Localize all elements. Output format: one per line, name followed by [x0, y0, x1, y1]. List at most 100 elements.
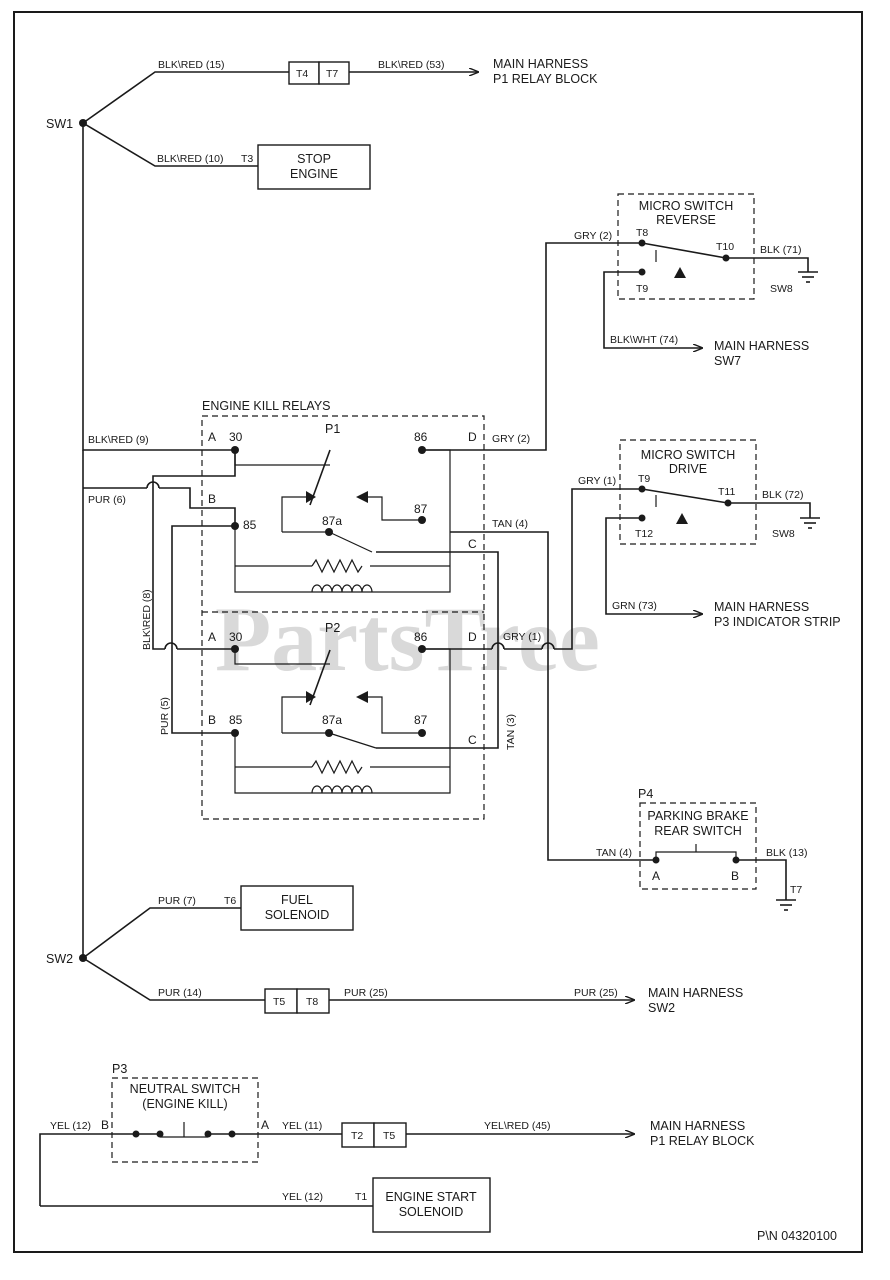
relay-p2-label: P2: [325, 621, 340, 635]
connector-t9-label: T9: [636, 283, 648, 295]
wire-label-pur25-b: PUR (25): [574, 987, 618, 999]
wire-label-yel12-neutral: YEL (12): [50, 1120, 91, 1132]
relay-p2-pin-30: 30: [229, 630, 243, 644]
wire-label-gry2-relay: GRY (2): [492, 433, 530, 445]
wire-label-blkred8: BLK\RED (8): [141, 589, 153, 650]
wire-label-tan4-brake: TAN (4): [596, 847, 632, 859]
drive-switch-line1: MICRO SWITCH: [641, 448, 735, 462]
wire-label-pur5: PUR (5): [159, 697, 171, 735]
connector-t10-label: T10: [716, 241, 734, 253]
connector-t8: [296, 988, 330, 1014]
wire-label-grn73: GRN (73): [612, 600, 657, 612]
reverse-switch-line2: REVERSE: [656, 213, 716, 227]
connector-t6-label: T6: [224, 895, 236, 907]
relay-p2-pin-a: A: [208, 630, 216, 644]
relay-p2-pin-87: 87: [414, 713, 428, 727]
stop-engine-line2: ENGINE: [290, 167, 338, 181]
relay-p2-pin-85: 85: [229, 713, 243, 727]
wire-label-blkred9: BLK\RED (9): [88, 434, 149, 446]
relay-p1-pin-b: B: [208, 492, 216, 506]
engine-start-line2: SOLENOID: [399, 1205, 464, 1219]
sw2-label: SW2: [46, 952, 73, 966]
connector-t2-label: T2: [351, 1130, 363, 1142]
wire-label-pur25-a: PUR (25): [344, 987, 388, 999]
fuel-solenoid-line2: SOLENOID: [265, 908, 330, 922]
wire-label-blk13: BLK (13): [766, 847, 807, 859]
wire-label-blkred15: BLK\RED (15): [158, 59, 225, 71]
neutral-pin-a: A: [261, 1118, 269, 1132]
relay-p2-pin-d: D: [468, 630, 477, 644]
relay-p2-pin-b: B: [208, 713, 216, 727]
dest-main-p3-line2: P3 INDICATOR STRIP: [714, 615, 841, 629]
connector-t7-label: T7: [326, 68, 338, 80]
connector-t3-label: T3: [241, 153, 253, 165]
dest-main-p1-bottom-line2: P1 RELAY BLOCK: [650, 1134, 755, 1148]
micro-switch-drive: MICRO SWITCH DRIVE GRY (1) T9 T11 T12 BL…: [578, 439, 841, 629]
relay-p1-pin-87a: 87a: [322, 514, 342, 528]
connector-t11-label: T11: [718, 486, 735, 498]
neutral-switch-line1: NEUTRAL SWITCH: [130, 1082, 241, 1096]
relay-harness-wires: PUR (6) BLK\RED (8) PUR (5) TAN (3) TAN …: [83, 450, 656, 861]
relay-p1-pin-30: 30: [229, 430, 243, 444]
relay-p1-pin-85: 85: [243, 518, 257, 532]
wire-label-yel12-start: YEL (12): [282, 1191, 323, 1203]
parking-brake-switch: P4 PARKING BRAKE REAR SWITCH TAN (4) A B…: [596, 787, 807, 911]
connector-t5-label: T5: [273, 996, 285, 1008]
reverse-switch-line1: MICRO SWITCH: [639, 199, 733, 213]
dest-main-sw2-line2: SW2: [648, 1001, 675, 1015]
brake-pin-b: B: [731, 869, 739, 883]
brake-pin-a: A: [652, 869, 660, 883]
connector-t8-label: T8: [636, 227, 648, 239]
dest-main-p3-line1: MAIN HARNESS: [714, 600, 809, 614]
dest-main-sw7-line1: MAIN HARNESS: [714, 339, 809, 353]
connector-t4-label: T4: [296, 68, 308, 80]
wire-label-tan3: TAN (3): [505, 714, 517, 750]
relay-p2-pin-86: 86: [414, 630, 428, 644]
connector-t8-label: T8: [306, 996, 318, 1008]
p4-label: P4: [638, 787, 653, 801]
wire-label-blk72: BLK (72): [762, 489, 803, 501]
engine-start-line1: ENGINE START: [385, 1190, 477, 1204]
wire-label-gry2-switch: GRY (2): [574, 230, 612, 242]
relay-p1-pin-d: D: [468, 430, 477, 444]
wire-label-gry1-relay: GRY (1): [503, 631, 541, 643]
dest-main-sw2-line1: MAIN HARNESS: [648, 986, 743, 1000]
relay-p2-pin-87a: 87a: [322, 713, 342, 727]
wire-label-tan4-relay: TAN (4): [492, 518, 528, 530]
wire-label-blkred53: BLK\RED (53): [378, 59, 445, 71]
sw1-section: SW1 BLK\RED (15) T4 T7 BLK\RED (53) MAIN…: [46, 57, 598, 451]
sw8-top-label: SW8: [770, 283, 793, 295]
engine-kill-relays-title: ENGINE KILL RELAYS: [202, 399, 331, 413]
connector-t9-drive-label: T9: [638, 473, 650, 485]
relay-p1-pin-87: 87: [414, 502, 428, 516]
neutral-switch-line2: (ENGINE KILL): [142, 1097, 227, 1111]
relay-p1-pin-86: 86: [414, 430, 428, 444]
wire-label-pur7: PUR (7): [158, 895, 196, 907]
wire-label-blkred10: BLK\RED (10): [157, 153, 224, 165]
p3-label: P3: [112, 1062, 127, 1076]
part-number: P\N 04320100: [757, 1229, 837, 1243]
stop-engine-block: [257, 144, 371, 190]
relay-p2-pin-c: C: [468, 733, 477, 747]
t7-ground-label: T7: [790, 884, 802, 896]
parking-brake-line1: PARKING BRAKE: [647, 809, 748, 823]
fuel-solenoid-block: [240, 885, 354, 931]
neutral-switch-section: P3 NEUTRAL SWITCH (ENGINE KILL) YEL (12)…: [39, 1062, 755, 1233]
parking-brake-line2: REAR SWITCH: [654, 824, 742, 838]
dest-main-sw7-line2: SW7: [714, 354, 741, 368]
dest-main-p1-line2: P1 RELAY BLOCK: [493, 72, 598, 86]
wire-label-pur14: PUR (14): [158, 987, 202, 999]
sw8-bottom-label: SW8: [772, 528, 795, 540]
page-frame: [13, 11, 863, 1253]
engine-start-solenoid-block: [372, 1177, 491, 1233]
stop-engine-line1: STOP: [297, 152, 331, 166]
wire-label-yel11: YEL (11): [282, 1120, 322, 1132]
sw2-section: SW2 PUR (7) T6 FUEL SOLENOID PUR (14) T5…: [46, 450, 743, 1015]
wire-label-blkwht74: BLK\WHT (74): [610, 334, 678, 346]
wire-label-pur6: PUR (6): [88, 494, 126, 506]
dest-main-p1-bottom-line1: MAIN HARNESS: [650, 1119, 745, 1133]
micro-switch-reverse: MICRO SWITCH REVERSE GRY (2) GRY (2) T8 …: [422, 193, 818, 451]
sw1-label: SW1: [46, 117, 73, 131]
relay-p1-pin-a: A: [208, 430, 216, 444]
